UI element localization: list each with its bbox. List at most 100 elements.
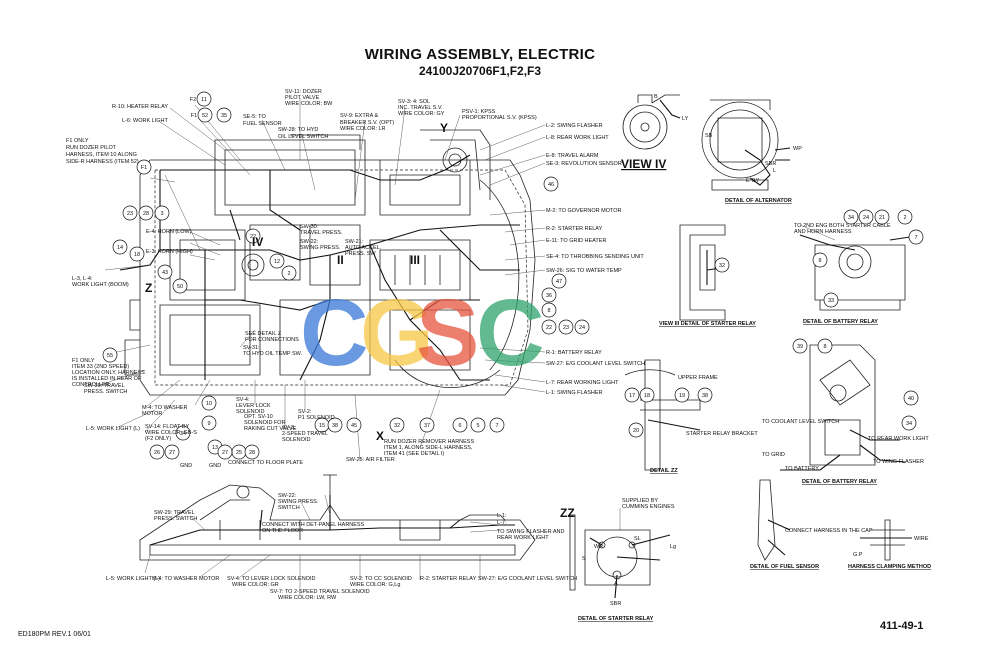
label-l3l4-b: WORK LIGHT (BOOM) — [72, 282, 129, 288]
fuel-connect-harness: CONNECT HARNESS IN THE CAP — [785, 528, 873, 534]
alt-label-l: L — [773, 168, 776, 174]
zz-label-starter-bracket: STARTER RELAY BRACKET — [686, 431, 758, 437]
label-opt-a: OPT. SV-10 — [244, 414, 273, 420]
label-sv4-b: LEVER LOCK — [236, 403, 271, 409]
battrelay-callout-7: 7 — [914, 235, 917, 241]
callout-55: 55 — [107, 353, 113, 359]
callout-35: 35 — [221, 113, 227, 119]
starter-label-a: A — [614, 581, 618, 587]
lower-label-sv4-a: SV-4: TO LEVER LOCK SOLENOID — [227, 576, 315, 582]
label-sv3-b: INC. TRAVEL S.V. — [398, 105, 443, 111]
battrelay-callout-21: 21 — [879, 215, 885, 221]
label-rundozer-2: HARNESS, ITEM 10 ALONG — [66, 152, 137, 158]
label-sw25: SW-25: AIR FILTER — [346, 457, 395, 463]
lower-label-sw29-a: SW-29: TRAVEL — [154, 510, 195, 516]
drawing-title: WIRING ASSEMBLY, ELECTRIC — [364, 46, 596, 63]
zz-callout-18: 18 — [644, 393, 650, 399]
label-sv4-a: SV-4: — [236, 397, 250, 403]
callout-36: 36 — [546, 293, 552, 299]
label-sv14-c: (F2 ONLY) — [145, 436, 171, 442]
label-item33-c: IS INSTALLED IN REAR OF — [72, 376, 142, 382]
label-l3l4-a: L-3, L-4: — [72, 276, 93, 282]
viewiii-callout-32: 32 — [719, 263, 725, 269]
zz-callout-17: 17 — [629, 393, 635, 399]
alt-label-sb: SB — [705, 133, 713, 139]
detail-zz: 17 18 19 38 20 UPPER FRAME STARTER RELAY… — [624, 359, 758, 474]
lower-label-sw22-c: SWITCH — [278, 505, 300, 511]
label-l8: L-8: REAR WORK LIGHT — [546, 135, 609, 141]
watermark-letter-4: C — [476, 280, 545, 386]
callout-37: 37 — [424, 423, 430, 429]
callout-f1b: F1 — [141, 165, 147, 171]
label-r2: R-2: STARTER RELAY — [546, 226, 603, 232]
battrelay2-to-wing: TO WING FLASHER — [873, 459, 924, 465]
callout-50: 50 — [177, 284, 183, 290]
battrelay-callout-33: 33 — [828, 298, 834, 304]
harness-clamp-caption: HARNESS CLAMPING METHOD — [848, 564, 931, 570]
battrelay2-callout-39: 39 — [797, 344, 803, 350]
label-r10: R-10: HEATER RELAY — [112, 104, 168, 110]
callout-6: 6 — [458, 423, 461, 429]
zz-label-upper-frame: UPPER FRAME — [678, 375, 718, 381]
lower-label-sv7-a: SV-7: TO 2-SPEED TRAVEL SOLENOID — [270, 589, 370, 595]
label-sv3x-b: 2-SPEED TRAVEL — [282, 431, 328, 437]
label-sv11-c: WIRE COLOR: BW — [285, 101, 333, 107]
lower-label-sv2-a: SV-2: TO CC SOLENOID — [350, 576, 412, 582]
callout-47: 47 — [556, 279, 562, 285]
label-rundoz-2: ITEM 1, ALONG SIDE-L HARNESS, — [384, 445, 473, 451]
lower-label-sv2-b: WIRE COLOR: G,Lg — [350, 582, 400, 588]
label-sv3x-c: SOLENOID — [282, 437, 310, 443]
callout-15: 15 — [319, 423, 325, 429]
callout-46: 46 — [548, 182, 554, 188]
label-sw22-b: SWING PRESS. — [300, 245, 341, 251]
figure-number: 411-49-1 — [880, 620, 924, 632]
label-e11: E-11: TO GRID HEATER — [546, 238, 606, 244]
label-sv4-c: SOLENOID — [236, 409, 264, 415]
callout-28: 28 — [143, 211, 149, 217]
battrelay-callout-8: 8 — [818, 258, 821, 264]
label-rundoz-3: ITEM 41 (SEE DETAIL I) — [384, 451, 444, 457]
label-sv3x-a: SV-3: — [282, 425, 296, 431]
label-r1: R-1: BATTERY RELAY — [546, 350, 602, 356]
watermark-letter-1: C — [300, 280, 369, 386]
label-sv3-a: SV-3: 4: SOL — [398, 99, 430, 105]
alt-label-sbr: SBR — [765, 161, 776, 167]
battrelay2-callout-34: 34 — [906, 421, 912, 427]
label-se3: SE-3: REVOLUTION SENSOR — [546, 161, 622, 167]
lower-label-sv4-b: WIRE COLOR: GR — [232, 582, 279, 588]
lower-label-l1: L-1: — [497, 513, 507, 519]
label-sv2-b: P1 SOLENOID — [298, 415, 335, 421]
alt-label-wp: WP — [793, 146, 802, 152]
label-item33-a: ITEM 33 (2ND SPEED) — [72, 364, 129, 370]
label-sv11-b: PILOT VALVE — [285, 95, 320, 101]
label-sw30-a: SW-30: — [300, 224, 319, 230]
callout-3: 3 — [160, 211, 163, 217]
starter-label-sl: SL — [634, 536, 641, 542]
callout-27b: 27 — [222, 450, 228, 456]
callout-22: 22 — [250, 234, 256, 240]
battrelay-callout-2: 2 — [903, 215, 906, 221]
label-see-detail-z: SEE DETAIL Z — [245, 331, 282, 337]
battrelay2-to-battery: TO BATTERY — [785, 466, 819, 472]
view-iv-detail: B LY VIEW IV — [621, 94, 689, 171]
label-sv14-a: SV-14: FLOAT BY — [145, 424, 189, 430]
starter-supplied-1: SUPPLIED BY — [622, 498, 658, 504]
label-l2: L-2: SWING FLASHER — [546, 123, 603, 129]
battrelay2-callout-40: 40 — [908, 396, 914, 402]
battrelay-callout-24: 24 — [863, 215, 869, 221]
callout-24: 24 — [579, 325, 585, 331]
callout-2: 2 — [287, 271, 290, 277]
label-sv14-b: WIRE COLOR: GB-S — [145, 430, 197, 436]
zz-callout-20: 20 — [633, 428, 639, 434]
label-sv9-c: WIRE COLOR: LR — [340, 126, 386, 132]
alternator-caption: DETAIL OF ALTERNATOR — [725, 198, 792, 204]
lower-label-to-swing-1: TO SWING FLASHER AND — [497, 529, 564, 535]
label-gnd-1: GND — [180, 463, 192, 469]
view-marker-ii: II — [337, 253, 344, 267]
view-marker-iii: III — [410, 253, 420, 267]
upper-frame-view: 11 F2 F1 52 35 23 28 3 14 18 43 50 55 22… — [66, 89, 645, 469]
label-psv1-b: PROPORTIONAL S.V. (KPSS) — [462, 115, 537, 121]
detail-zz-caption: DETAIL ZZ — [650, 468, 678, 474]
label-sv2-a: SV-2: — [298, 409, 312, 415]
